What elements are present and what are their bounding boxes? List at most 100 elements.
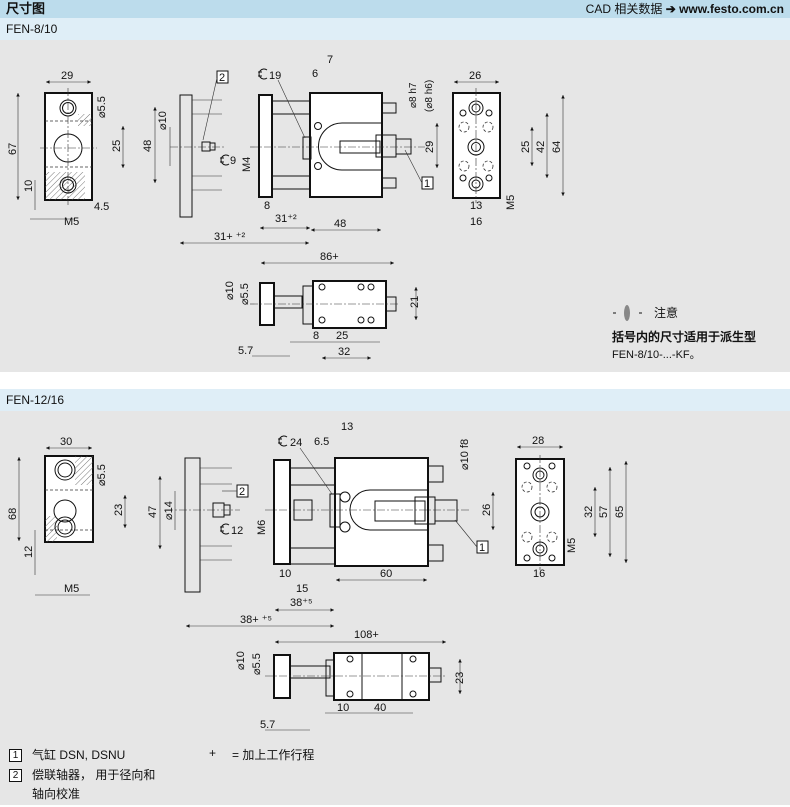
legend-item-2: 2 偿联轴器， 用于径向和 bbox=[9, 766, 155, 783]
dim-5-7: 5.7 bbox=[260, 719, 275, 731]
cad-url[interactable]: www.festo.com.cn bbox=[679, 2, 784, 16]
legend-plus-text: = 加上工作行程 bbox=[232, 748, 315, 762]
dim-dia: ⌀10 bbox=[157, 111, 169, 130]
wrench-icon bbox=[219, 523, 230, 535]
note-line-2: FEN-8/10-...-KF。 bbox=[612, 349, 701, 361]
dim-thread: M5 bbox=[566, 538, 578, 553]
cad-label: CAD 相关数据 bbox=[585, 2, 663, 16]
legend-text: 偿联轴器， 用于径向和 bbox=[32, 768, 156, 782]
dim-low: 12 bbox=[23, 546, 35, 558]
dim-hole: ⌀5.5 bbox=[96, 96, 108, 118]
dim-25: 25 bbox=[336, 330, 348, 342]
dim-32: 32 bbox=[583, 506, 595, 518]
dim-rod: ⌀10 f8 bbox=[459, 439, 471, 470]
dim-dia55: ⌀5.5 bbox=[239, 283, 251, 305]
dim-13: 13 bbox=[470, 200, 482, 212]
front-view-fen-12-16: 30 68 ⌀5.5 23 12 M5 bbox=[7, 436, 127, 596]
dim-6-5: 6.5 bbox=[314, 436, 329, 448]
dim-wrench: 9 bbox=[230, 155, 236, 167]
dim-5-7: 5.7 bbox=[238, 345, 253, 357]
dim-thread: M4 bbox=[241, 157, 253, 172]
wrench-icon bbox=[219, 154, 230, 166]
dim-height: 68 bbox=[7, 508, 19, 520]
dim-dia: ⌀14 bbox=[163, 501, 175, 520]
dim-body: 60 bbox=[380, 568, 392, 580]
section-header-fen-8-10: FEN-8/10 bbox=[0, 18, 790, 40]
dim-25: 25 bbox=[520, 141, 532, 153]
bottom-view-fen-8-10: 86+ ⌀10 ⌀5.5 21 8 25 32 5.7 bbox=[224, 251, 421, 360]
dim-57: 57 bbox=[598, 506, 610, 518]
side-view-fen-8-10: 7 6 19 ⌀8 h7 (⌀8 h6) 29 M4 8 31⁺² 48 31+… bbox=[180, 54, 439, 245]
legend-plus-symbol: + bbox=[209, 746, 217, 760]
callout-2: 2 bbox=[219, 72, 225, 84]
dim-dia10: ⌀10 bbox=[235, 651, 247, 670]
dim-32: 32 bbox=[338, 346, 350, 358]
dim-13: 13 bbox=[341, 421, 353, 433]
legend-item-1: 1 气缸 DSN, DSNU bbox=[9, 746, 125, 763]
dim-wrench: 24 bbox=[290, 437, 302, 449]
page-title: 尺寸图 bbox=[6, 1, 46, 16]
dim-thread: M6 bbox=[256, 520, 268, 535]
bottom-view-fen-12-16: 108+ ⌀10 ⌀5.5 23 10 40 5.7 bbox=[235, 629, 466, 731]
dim-65: 65 bbox=[614, 506, 626, 518]
dim-gap: 38⁺⁵ bbox=[290, 597, 313, 609]
dim-hole: ⌀5.5 bbox=[96, 464, 108, 486]
dim-plate: 10 bbox=[279, 568, 291, 580]
legend-text: 气缸 DSN, DSNU bbox=[32, 748, 126, 762]
dim-thread: M5 bbox=[505, 195, 517, 210]
dim-pitch: 23 bbox=[113, 504, 125, 516]
dim-16: 16 bbox=[470, 216, 482, 228]
dim-42: 42 bbox=[535, 141, 547, 153]
dim-40: 40 bbox=[374, 702, 386, 714]
dim-length: 108+ bbox=[354, 629, 379, 641]
dim-6: 6 bbox=[312, 68, 318, 80]
dim-low: 10 bbox=[23, 180, 35, 192]
wrench-icon bbox=[257, 68, 268, 80]
dim-gap: 31⁺² bbox=[275, 213, 297, 225]
dim-wrench: 19 bbox=[269, 70, 281, 82]
dim-dia55: ⌀5.5 bbox=[251, 653, 263, 675]
end-view-fen-12-16: 28 32 57 65 16 M5 bbox=[515, 435, 628, 580]
dim-thread: M5 bbox=[64, 583, 79, 595]
section-panel-fen-8-10 bbox=[0, 40, 790, 372]
dim-7: 7 bbox=[327, 54, 333, 66]
dim-width: 30 bbox=[60, 436, 72, 448]
legend-num: 1 bbox=[9, 749, 22, 763]
dim-64: 64 bbox=[551, 141, 563, 153]
legend-num: 2 bbox=[9, 769, 22, 783]
wrench-icon bbox=[277, 435, 288, 447]
dim-width: 28 bbox=[532, 435, 544, 447]
side-view-fen-12-16: 13 6.5 24 ⌀10 f8 26 M6 10 15 38⁺⁵ 60 38+… bbox=[186, 421, 495, 628]
dim-width: 29 bbox=[61, 70, 73, 82]
dim-8: 8 bbox=[313, 330, 319, 342]
dim-height: 21 bbox=[409, 296, 421, 308]
dim-overall: 38+ ⁺⁵ bbox=[240, 614, 272, 626]
note-line-1: 括号内的尺寸适用于派生型 bbox=[612, 330, 757, 344]
dim-width: 26 bbox=[469, 70, 481, 82]
coupling-view-fen-12-16: 2 ⌀14 47 12 bbox=[147, 457, 249, 593]
dim-rod: ⌀8 h7 bbox=[408, 82, 419, 108]
callout-2: 2 bbox=[239, 486, 245, 498]
end-view-fen-8-10: 26 25 42 64 13 16 M5 bbox=[452, 70, 565, 228]
dim-height: 47 bbox=[147, 506, 159, 518]
dim-edge: 4.5 bbox=[94, 201, 109, 213]
dim-thread: M5 bbox=[64, 216, 79, 228]
dim-pitch: 29 bbox=[424, 141, 436, 153]
dim-length: 86+ bbox=[320, 251, 339, 263]
section-header-fen-12-16: FEN-12/16 bbox=[0, 389, 790, 411]
dim-overall: 31+ ⁺² bbox=[214, 231, 246, 243]
dim-height: 48 bbox=[142, 140, 154, 152]
dim-body: 48 bbox=[334, 218, 346, 230]
page-header: 尺寸图 CAD 相关数据 ➔ www.festo.com.cn bbox=[0, 0, 790, 18]
dim-plate: 8 bbox=[264, 200, 270, 212]
note-label: 注意 bbox=[654, 306, 679, 320]
cad-link[interactable]: CAD 相关数据 ➔ www.festo.com.cn bbox=[586, 0, 784, 18]
dim-10: 10 bbox=[337, 702, 349, 714]
coupling-view-fen-8-10: 2 ⌀10 48 9 bbox=[142, 70, 236, 218]
dim-16: 16 bbox=[533, 568, 545, 580]
dim-wrench: 12 bbox=[231, 525, 243, 537]
arrow-icon: ➔ bbox=[665, 2, 676, 16]
dim-rod-alt: (⌀8 h6) bbox=[424, 80, 435, 112]
dim-pitch: 25 bbox=[111, 140, 123, 152]
